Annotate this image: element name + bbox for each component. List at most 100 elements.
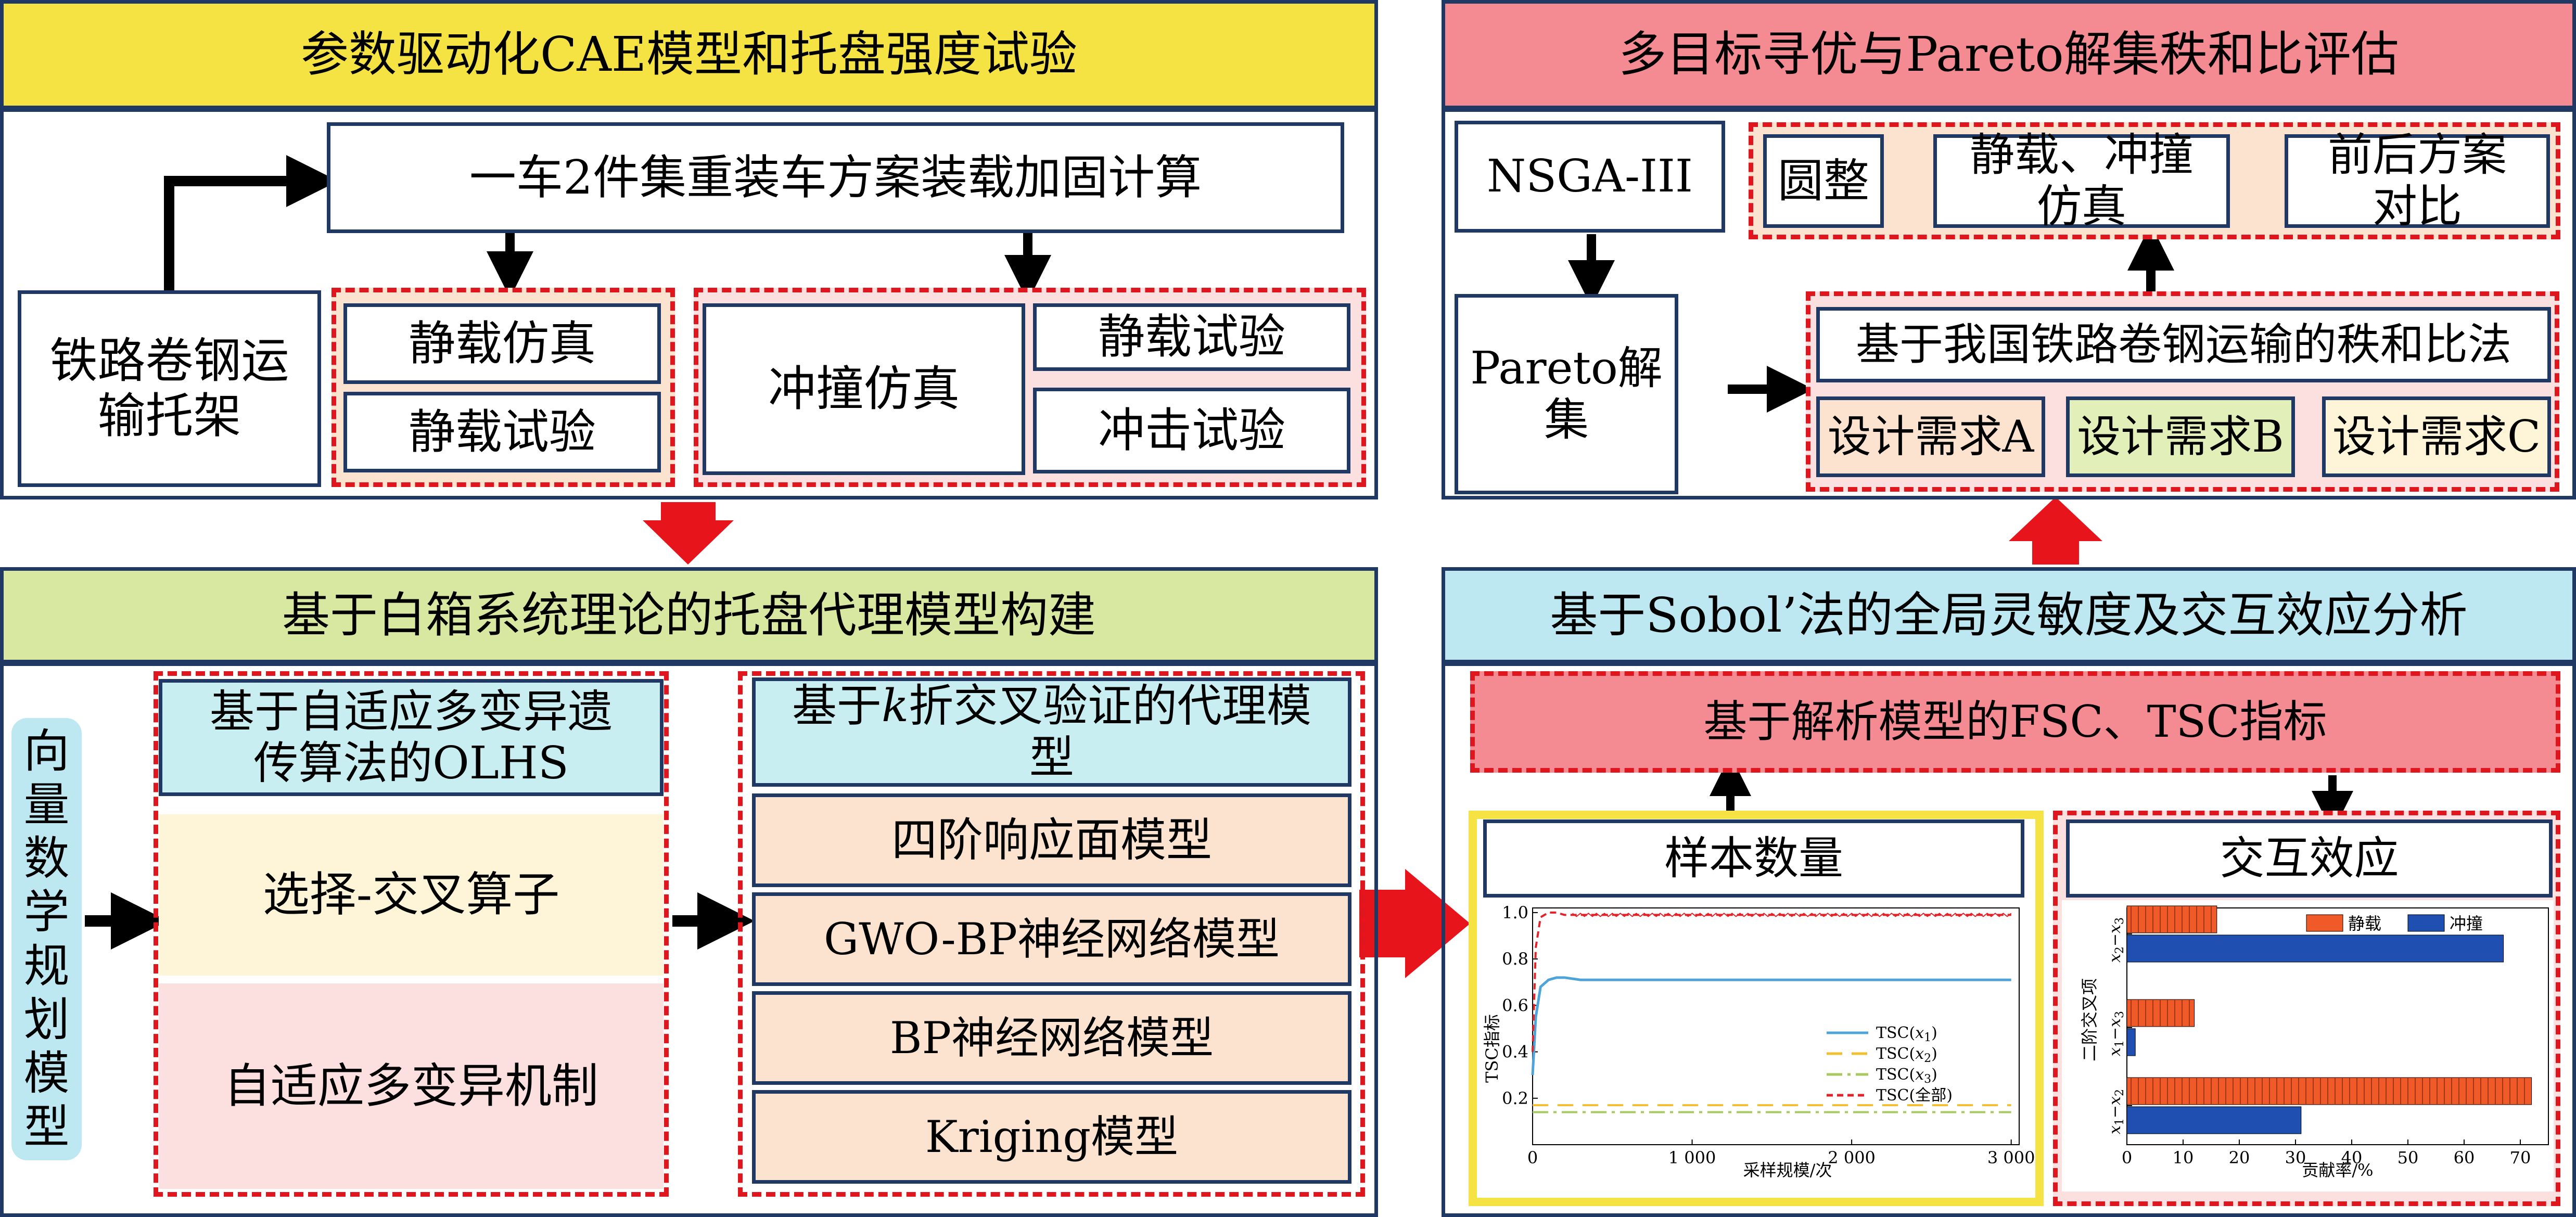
impact-sim-box: 冲撞仿真 xyxy=(703,303,1025,475)
chart1-xtick-label: 2 000 xyxy=(1828,1148,1876,1168)
chart1-series-line xyxy=(1532,911,2011,1052)
chart2-bar xyxy=(2126,1106,2302,1134)
index-label: 基于解析模型的FSC、TSC指标 xyxy=(1703,696,2327,748)
legend-sub: 3 xyxy=(1924,1073,1931,1086)
req-c-box: 设计需求C xyxy=(2322,396,2551,477)
kfold-group xyxy=(738,671,1365,1197)
sim-box: 静载、冲撞仿真 xyxy=(1933,130,2230,232)
chart2-xtick-label: 10 xyxy=(2173,1148,2194,1168)
cat-sub: 2 xyxy=(2113,1089,2126,1096)
vector-char: 型 xyxy=(23,1099,70,1154)
legend-sub: 2 xyxy=(1924,1052,1931,1065)
chart2-legend: 静载 冲撞 xyxy=(2306,914,2483,933)
panel4-header: 基于Sobol’法的全局灵敏度及交互效应分析 xyxy=(1442,567,2576,663)
model-box: GWO-BP神经网络模型 xyxy=(752,892,1351,986)
legend-end: ) xyxy=(1946,1086,1953,1105)
legend-text: TSC( xyxy=(1876,1024,1915,1042)
chart1-series-line xyxy=(1531,976,2011,1075)
chart1-series-group xyxy=(1531,911,2012,1113)
chart2-category-label: x1−x2 xyxy=(2106,1089,2126,1134)
panel3-frame xyxy=(0,662,1378,1217)
req-b-box: 设计需求B xyxy=(2066,396,2295,477)
chart1-legend-label: TSC(x1) xyxy=(1876,1024,1937,1044)
panel3-header: 基于白箱系统理论的托盘代理模型构建 xyxy=(0,567,1378,663)
chart2-xtick-label: 30 xyxy=(2285,1148,2306,1168)
chart1-xtick-label: 0 xyxy=(1527,1148,1538,1168)
model-box: 四阶响应面模型 xyxy=(752,793,1351,887)
chart2-xtick-label: 20 xyxy=(2229,1148,2250,1168)
round-box: 圆整 xyxy=(1763,134,1884,228)
chart2-legend-swatch xyxy=(2407,914,2445,932)
chart2-legend-swatch xyxy=(2306,914,2343,932)
static-sim-box: 静载仿真 xyxy=(343,303,661,384)
vector-char: 量 xyxy=(23,778,70,832)
cat-var: x xyxy=(2106,1096,2124,1105)
red-arrow-right xyxy=(1359,869,1470,978)
kfold-box: 基于k折交叉验证的代理模型 xyxy=(752,677,1351,787)
chart2-xtick-label: 50 xyxy=(2398,1148,2419,1168)
chart2-legend-label: 静载 xyxy=(2348,914,2381,933)
chart2-bar xyxy=(2126,999,2195,1027)
vector-char: 向 xyxy=(23,724,70,778)
chart2-xtick-label: 70 xyxy=(2510,1148,2531,1168)
legend-var: x xyxy=(1915,1066,1924,1084)
chart1-legend-label: TSC(全部) xyxy=(1876,1086,1953,1105)
sample-group xyxy=(1469,811,2044,1206)
nsga-box: NSGA-III xyxy=(1455,121,1725,233)
chart2-category-label: x1−x3 xyxy=(2106,1011,2126,1056)
chart1-xtick-label: 3 000 xyxy=(1987,1148,2035,1168)
legend-end: ) xyxy=(1931,1024,1937,1042)
chart2-bars xyxy=(2126,905,2532,1134)
cat-minus: − xyxy=(2106,933,2124,946)
chart1-ytick-label: 0.4 xyxy=(1502,1042,1528,1062)
static-test-box-right: 静载试验 xyxy=(1033,303,1350,371)
kfold-prefix: 基于 xyxy=(792,680,882,733)
chart1-ytick-label: 0.8 xyxy=(1502,949,1528,969)
req-a-box: 设计需求A xyxy=(1816,396,2045,477)
chart2-xtick-label: 40 xyxy=(2341,1148,2363,1168)
chart2-bar xyxy=(2126,905,2217,933)
chart1-legend: TSC(x1)TSC(x2)TSC(x3)TSC(全部) xyxy=(1827,1024,1953,1105)
model-box: BP神经网络模型 xyxy=(752,991,1351,1085)
static-test-box-left: 静载试验 xyxy=(343,392,661,472)
chart1-xtick-label: 1 000 xyxy=(1668,1148,1716,1168)
cat-var: x xyxy=(2106,1125,2124,1134)
impact-test-box: 冲击试验 xyxy=(1033,388,1350,473)
cat-minus: − xyxy=(2106,1027,2124,1040)
chart1-ytick-label: 0.2 xyxy=(1502,1088,1528,1108)
vector-char: 学 xyxy=(23,885,70,939)
legend-var: x xyxy=(1915,1024,1924,1042)
chart1-legend-label: TSC(x2) xyxy=(1876,1045,1937,1065)
chart2-xlabel: 贡献率/% xyxy=(2302,1160,2373,1180)
chart2-bar xyxy=(2126,934,2504,963)
legend-var: x xyxy=(1915,1045,1924,1063)
panel1-header: 参数驱动化CAE模型和托盘强度试验 xyxy=(0,0,1378,109)
compare-box: 前后方案对比 xyxy=(2285,130,2550,232)
rsr-box: 基于我国铁路卷钢运输的秩和比法 xyxy=(1816,307,2551,382)
cat-sub: 3 xyxy=(2113,1011,2126,1018)
legend-text: TSC( xyxy=(1876,1066,1915,1084)
chart2-legend-label: 冲撞 xyxy=(2450,914,2483,933)
sample-box: 样本数量 xyxy=(1483,819,2024,898)
olhs-group xyxy=(154,671,669,1197)
select-box: 选择-交叉算子 xyxy=(159,814,664,976)
vector-char: 规 xyxy=(23,939,70,993)
panel1-frame xyxy=(0,108,1378,499)
chart1-ytick-label: 1.0 xyxy=(1502,903,1528,923)
cat-var: x xyxy=(2106,1047,2124,1056)
legend-sub: 1 xyxy=(1924,1031,1931,1044)
kfold-suffix: 折交叉验证的代理模型 xyxy=(909,680,1312,784)
pareto-box: Pareto解集 xyxy=(1455,294,1678,494)
interaction-box: 交互效应 xyxy=(2066,819,2553,898)
panel4-frame xyxy=(1442,662,2576,1217)
chart2-xtick-label: 60 xyxy=(2454,1148,2475,1168)
chart1-axes: 0.2 0.4 0.6 0.8 1.0 0 1 000 2 000 3 000 xyxy=(1502,903,2035,1168)
vector-char: 划 xyxy=(23,992,70,1046)
legend-end: ) xyxy=(1931,1066,1937,1084)
chart1-series-noise xyxy=(1572,913,2012,917)
source-box: 铁路卷钢运输托架 xyxy=(18,290,321,487)
chart1-ytick-label: 0.6 xyxy=(1502,995,1528,1015)
chart1-xlabel: 采样规模/次 xyxy=(1743,1160,1832,1180)
